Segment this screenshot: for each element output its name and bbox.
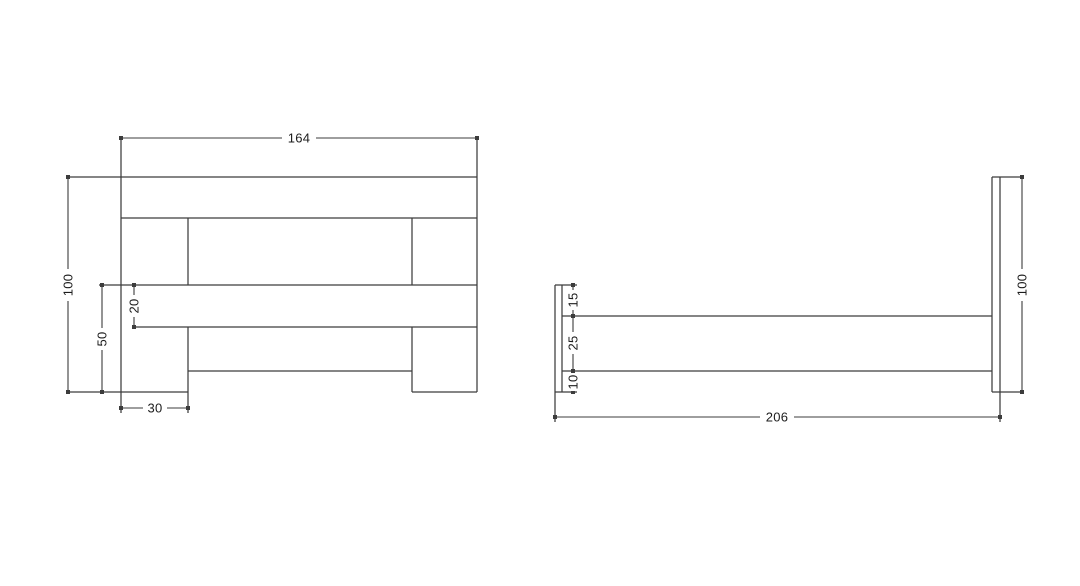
dim-text-100-side: 100 [1015,274,1030,297]
side-view-dimension-ticks [553,175,1024,419]
front-view-dimension-ticks [66,136,479,410]
label-mask [282,131,316,145]
dim-label-rail-to-floor: 50 [95,328,110,350]
label-mask [566,373,580,391]
tick-mark [186,406,190,410]
side-view-dimension-lines [555,177,1023,418]
dim-label-rail-top-offset: 15 [566,290,581,310]
dim-label-rail-thickness: 20 [127,295,142,317]
tick-mark [132,325,136,329]
dim-label-width: 164 [282,131,316,146]
dim-text-50: 50 [95,331,110,346]
tick-mark [571,314,575,318]
tick-mark [119,136,123,140]
front-view: 164 100 50 20 30 [61,131,479,416]
tick-mark [66,175,70,179]
tick-mark [100,283,104,287]
dim-text-15: 15 [566,292,581,307]
front-view-structure-lines [68,138,478,413]
tick-mark [571,283,575,287]
tick-mark [66,390,70,394]
dim-label-floor-clearance: 10 [566,373,581,391]
label-mask [566,332,580,354]
dim-label-side-rail-thickness: 25 [566,332,581,354]
label-mask [143,401,167,415]
tick-mark [998,415,1002,419]
tick-mark [1020,175,1024,179]
tick-mark [475,136,479,140]
dim-text-100: 100 [61,274,76,297]
dim-text-25: 25 [566,335,581,350]
label-mask [127,295,141,317]
side-view-structure-lines [554,176,1022,422]
dim-text-20: 20 [127,298,142,313]
label-mask [61,269,75,301]
dim-text-164: 164 [288,131,311,146]
dim-label-leg-width: 30 [143,401,167,416]
side-view: 15 25 10 206 100 [553,175,1030,425]
label-mask [1015,269,1029,301]
tick-mark [1020,390,1024,394]
tick-mark [132,283,136,287]
dim-label-headboard-height: 100 [1015,269,1030,301]
tick-mark [571,390,575,394]
tick-mark [119,406,123,410]
tick-mark [553,415,557,419]
dim-text-10: 10 [566,374,581,389]
label-mask [95,328,109,350]
dim-text-30: 30 [147,401,162,416]
label-mask [566,290,580,310]
dim-text-206: 206 [766,410,789,425]
tick-mark [571,369,575,373]
front-view-dimension-lines [67,137,477,409]
dim-label-height: 100 [61,269,76,301]
tick-mark [100,390,104,394]
dim-label-length: 206 [760,410,794,425]
label-mask [760,410,794,424]
